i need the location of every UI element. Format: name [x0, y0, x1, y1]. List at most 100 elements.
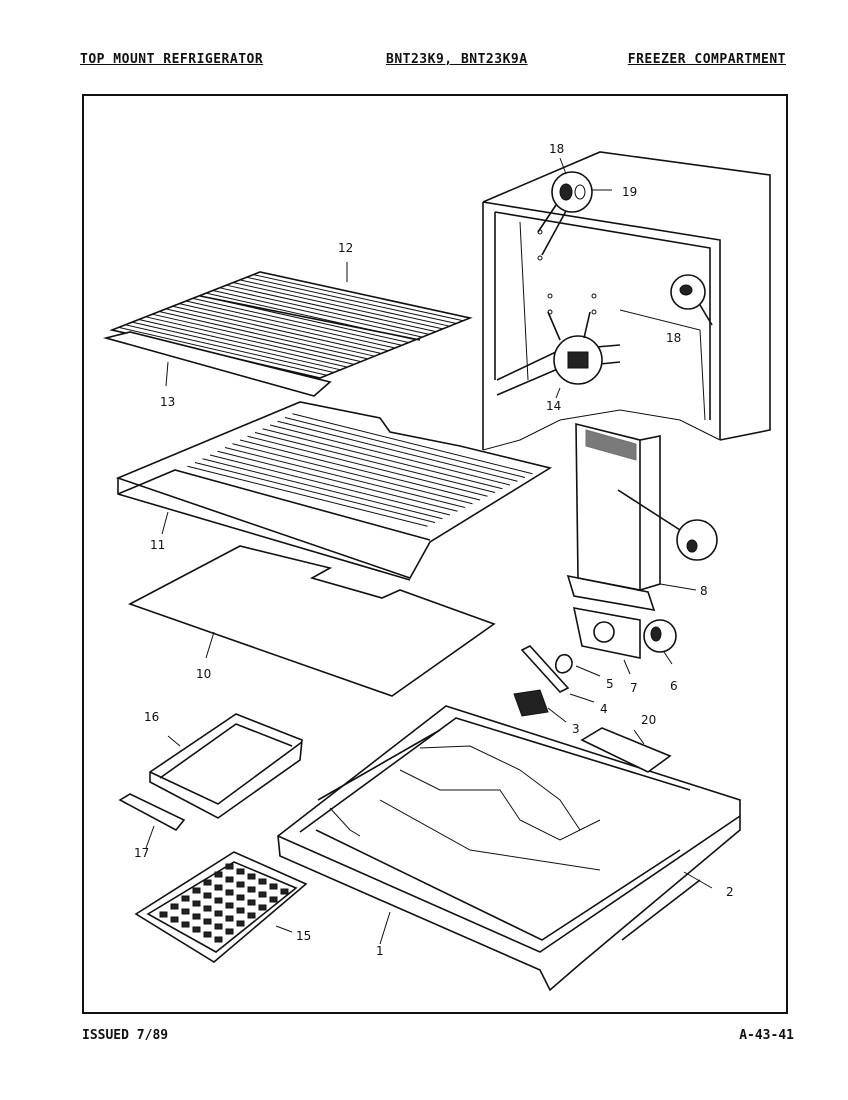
ice-cube-cell	[247, 912, 256, 919]
ice-cube-cell	[258, 878, 267, 885]
ice-cube-cell	[247, 899, 256, 906]
drawing-stroke	[277, 420, 518, 482]
header-section: FREEZER COMPARTMENT	[627, 52, 786, 67]
drawing-stroke	[165, 308, 375, 357]
drawing-stroke	[246, 276, 457, 324]
ice-cube-cell	[214, 871, 223, 878]
callout-16: 16	[144, 710, 159, 724]
ice-cube-cell	[203, 892, 212, 899]
drawing-stroke	[232, 443, 473, 505]
ice-cube-cell	[236, 881, 245, 888]
callout-12: 12	[338, 241, 353, 255]
drawing-stroke	[202, 458, 443, 520]
callout-1: 1	[376, 944, 384, 958]
drawing-stroke	[254, 432, 496, 493]
drawing-stroke	[185, 300, 396, 349]
ice-cube-cell	[258, 891, 267, 898]
ice-cube-cell	[269, 883, 278, 890]
callout-7: 7	[630, 681, 638, 695]
ice-cube-cell	[159, 911, 168, 918]
callout-4: 4	[600, 702, 608, 716]
ice-cube-cell	[236, 920, 245, 927]
ice-cube-cell	[280, 888, 289, 895]
callout-15: 15	[296, 929, 311, 943]
ice-cube-cell	[203, 905, 212, 912]
drawing-stroke	[138, 318, 348, 368]
detail-14-clip	[547, 311, 603, 399]
ice-cube-cell	[225, 889, 234, 896]
wire-shelf-12	[109, 262, 473, 379]
callout-19: 19	[622, 185, 637, 199]
ice-cube-cell	[225, 902, 234, 909]
ice-cube-cell	[225, 915, 234, 922]
ice-cube-cell	[214, 897, 223, 904]
drawing-stroke	[232, 282, 443, 330]
drawing-stroke	[192, 297, 402, 346]
ice-cube-cell	[214, 884, 223, 891]
ice-cube-cell	[181, 908, 190, 915]
drawing-stroke	[219, 287, 430, 335]
drawing-stroke	[118, 326, 327, 376]
ice-cube-cell	[181, 921, 190, 928]
drawing-stroke	[262, 428, 503, 490]
ice-cube-cell	[236, 894, 245, 901]
ice-cube-cell	[203, 879, 212, 886]
ice-cube-cell	[170, 903, 179, 910]
ice-cube-cell	[225, 863, 234, 870]
ice-cube-cell	[225, 928, 234, 935]
callout-13: 13	[160, 395, 175, 409]
drawing-stroke	[239, 279, 450, 327]
callout-14: 14	[546, 399, 561, 413]
detail-18-right	[670, 274, 713, 326]
drawing-stroke	[284, 417, 526, 478]
callout-17: 17	[134, 846, 149, 860]
drawing-stroke	[199, 295, 409, 344]
callout-10: 10	[196, 667, 211, 681]
header-model-numbers: BNT23K9, BNT23K9A	[386, 52, 528, 67]
ice-cube-cell	[236, 907, 245, 914]
callout-18-right: 18	[666, 331, 681, 345]
issued-date: ISSUED 7/89	[82, 1028, 169, 1043]
air-duct-8	[566, 422, 718, 612]
freezer-bottom-1	[277, 705, 741, 992]
ice-cube-cell	[192, 887, 201, 894]
drawing-stroke	[239, 439, 481, 501]
callout-6: 6	[670, 679, 678, 693]
callout-18-top: 18	[549, 142, 564, 156]
drawing-stroke	[209, 454, 451, 516]
drawing-stroke	[132, 321, 341, 371]
ice-cube-cell	[247, 886, 256, 893]
ice-cube-cell	[203, 931, 212, 938]
ice-cube-cell	[203, 918, 212, 925]
ice-cube-cell	[225, 876, 234, 883]
drawing-stroke	[152, 313, 362, 363]
drawing-stroke	[194, 462, 436, 523]
ice-cube-cell	[247, 873, 256, 880]
drawing-stroke	[206, 292, 416, 341]
drawing-stroke	[212, 289, 423, 338]
drawing-stroke	[292, 413, 533, 475]
ice-cube-cell	[258, 904, 267, 911]
header-title: TOP MOUNT REFRIGERATOR	[80, 52, 264, 67]
diagram-frame	[82, 94, 788, 1014]
hinge-detail-18-19	[537, 157, 612, 256]
ice-cube-cell	[192, 926, 201, 933]
callout-20: 20	[641, 713, 656, 727]
ice-cube-cell	[269, 896, 278, 903]
callout-2: 2	[726, 885, 734, 899]
shelf-11	[115, 401, 553, 581]
drawing-stroke	[179, 303, 389, 352]
ice-cube-cell	[214, 910, 223, 917]
drawing-stroke	[158, 311, 368, 360]
callout-8: 8	[700, 584, 708, 598]
drawing-stroke	[172, 305, 382, 354]
shelf-trim-13	[102, 331, 332, 397]
drawing-stroke	[224, 447, 466, 508]
ice-cube-cell	[181, 895, 190, 902]
ice-tray-15	[134, 851, 308, 963]
drawing-stroke	[187, 465, 428, 527]
page-code: A-43-41	[739, 1028, 794, 1043]
ice-cube-cell	[236, 868, 245, 875]
drawing-stroke	[226, 284, 437, 333]
